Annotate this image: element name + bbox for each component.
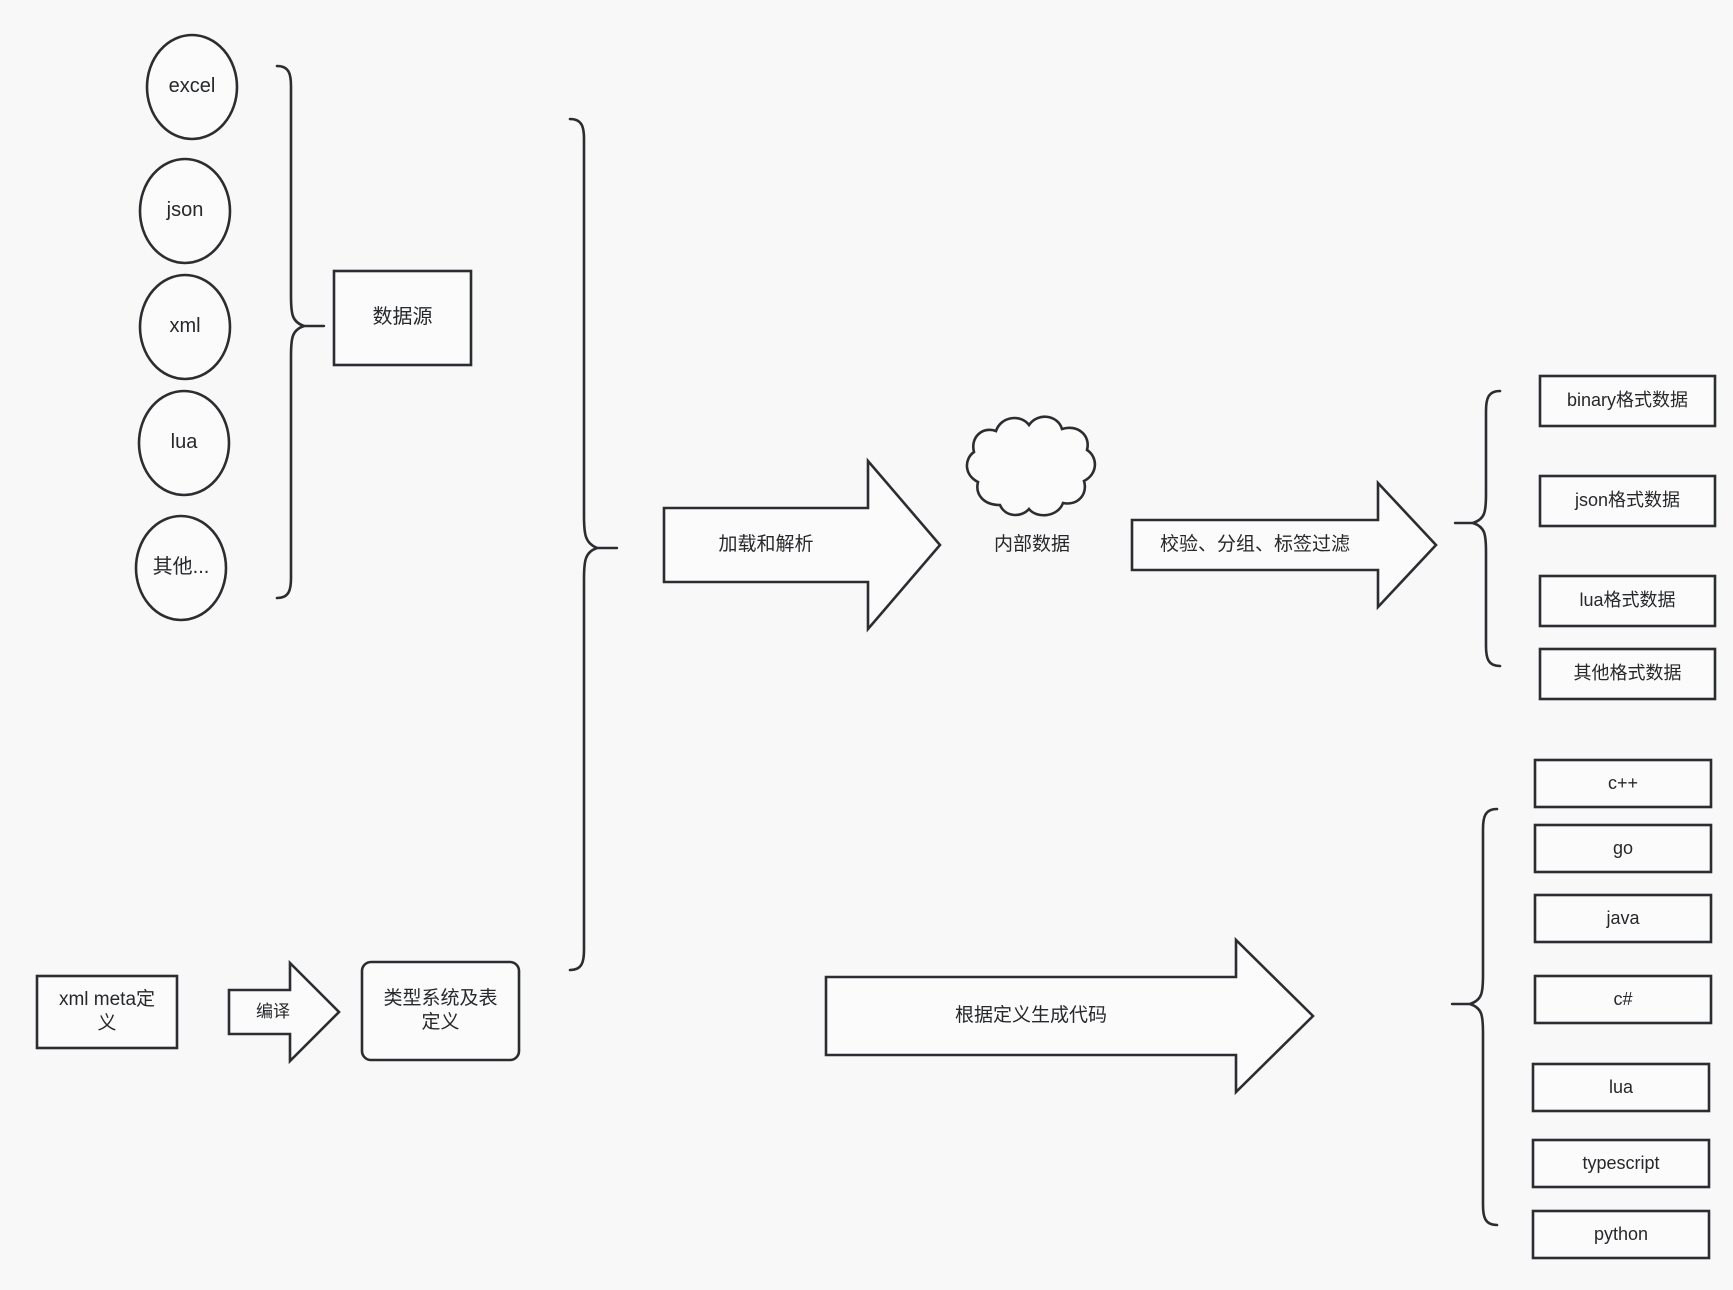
output-format-box-lua[interactable] xyxy=(1538,574,1717,628)
source-ellipse-lua[interactable] xyxy=(137,389,231,497)
output-language-box-cpp[interactable] xyxy=(1533,758,1713,809)
output-language-box-csharp[interactable] xyxy=(1533,974,1713,1025)
codegen-arrow[interactable] xyxy=(824,936,1315,1096)
output-language-box-python[interactable] xyxy=(1531,1209,1711,1260)
data-source-brace xyxy=(275,64,306,600)
validate-group-filter-arrow[interactable] xyxy=(1130,479,1438,611)
internal-data-cloud[interactable] xyxy=(965,415,1097,517)
output-format-box-binary[interactable] xyxy=(1538,374,1717,428)
pipeline-input-brace xyxy=(568,117,599,972)
compile-arrow[interactable] xyxy=(227,959,341,1065)
source-ellipse-other[interactable] xyxy=(134,514,228,622)
output-format-box-json[interactable] xyxy=(1538,474,1717,528)
output-language-box-java[interactable] xyxy=(1533,893,1713,944)
source-ellipse-excel[interactable] xyxy=(145,33,239,141)
output-format-box-other[interactable] xyxy=(1538,647,1717,701)
xml-meta-definition-box[interactable] xyxy=(35,974,179,1050)
load-parse-arrow[interactable] xyxy=(662,457,942,633)
output-language-box-lua[interactable] xyxy=(1531,1062,1711,1113)
data-source-box[interactable] xyxy=(332,269,473,367)
output-language-box-go[interactable] xyxy=(1533,823,1713,874)
type-system-box[interactable] xyxy=(360,960,521,1062)
source-ellipse-xml[interactable] xyxy=(138,273,232,381)
output-format-brace xyxy=(1471,389,1502,668)
source-ellipse-json[interactable] xyxy=(138,157,232,265)
output-language-brace xyxy=(1468,807,1499,1227)
output-language-box-typescript[interactable] xyxy=(1531,1138,1711,1189)
